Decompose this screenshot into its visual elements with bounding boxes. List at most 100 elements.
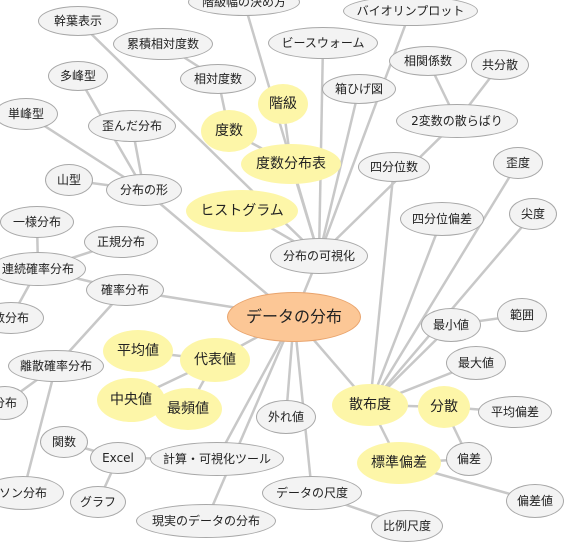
node-daihyo-label: 代表値 <box>194 352 236 368</box>
node-genjitsu-label: 現実のデータの分布 <box>151 514 260 528</box>
node-beeswarm[interactable]: ビースウォーム <box>268 27 378 59</box>
node-kyobunsan[interactable]: 共分散 <box>471 50 529 80</box>
edge-center-genjitsu <box>204 316 296 522</box>
node-center-label: データの分布 <box>245 307 342 326</box>
node-sanpu[interactable]: 散布度 <box>332 384 408 426</box>
node-shibunihensa-label: 四分位偏差 <box>411 212 472 226</box>
node-sufu-label: 数分布 <box>0 311 29 325</box>
node-sanpu-label: 散布度 <box>349 397 391 413</box>
edge-risan-poisson <box>21 365 58 494</box>
node-saihin-label: 最頻値 <box>167 401 209 417</box>
node-histogram-label: ヒストグラム <box>200 203 284 219</box>
node-genjitsu[interactable]: 現実のデータの分布 <box>136 504 276 538</box>
node-keisan-label: 計算・可視化ツール <box>162 452 271 466</box>
node-sendo-label: 尖度 <box>520 207 545 221</box>
node-dosuhyo[interactable]: 度数分布表 <box>241 144 341 184</box>
node-kyobunsan-label: 共分散 <box>481 58 518 72</box>
node-hensachi[interactable]: 偏差値 <box>506 484 564 518</box>
node-shibuni-label: 四分位数 <box>369 160 418 174</box>
node-shakudo[interactable]: データの尺度 <box>262 476 362 510</box>
node-hirei[interactable]: 比例尺度 <box>371 510 443 542</box>
node-renzoku-label: 連続確率分布 <box>1 262 74 276</box>
node-hakohige[interactable]: 箱ひげ図 <box>322 74 396 104</box>
node-saisho-label: 最小値 <box>432 318 469 332</box>
node-katachi-label: 分布の形 <box>119 183 168 197</box>
edge-kashika-kaikyuhaba <box>242 1 321 257</box>
node-kanyo[interactable]: 幹葉表示 <box>38 6 118 36</box>
node-waido[interactable]: 歪度 <box>493 147 543 179</box>
node-kashika[interactable]: 分布の可視化 <box>270 238 368 274</box>
node-heikinchi-label: 平均値 <box>117 343 159 359</box>
node-hakohige-label: 箱ひげ図 <box>334 82 383 96</box>
node-saidai[interactable]: 最大値 <box>446 346 506 380</box>
node-chuo-label: 中央値 <box>110 392 152 408</box>
node-hensa[interactable]: 偏差 <box>446 442 492 476</box>
node-heikinchi[interactable]: 平均値 <box>103 330 173 372</box>
node-yuganda-label: 歪んだ分布 <box>101 119 162 133</box>
node-soukan[interactable]: 相関係数 <box>389 46 467 76</box>
node-dosu[interactable]: 度数 <box>201 110 257 152</box>
node-hazure[interactable]: 外れ値 <box>256 400 316 434</box>
node-waido-label: 歪度 <box>505 156 530 170</box>
node-excel[interactable]: Excel <box>90 442 146 474</box>
node-violin-label: バイオリンプロット <box>356 4 465 18</box>
node-dosu-label: 度数 <box>215 123 243 139</box>
node-ichiyou-label: 一様分布 <box>12 215 61 229</box>
node-tanhou-label: 単峰型 <box>7 107 44 121</box>
node-soutai[interactable]: 相対度数 <box>180 64 256 94</box>
node-saidai-label: 最大値 <box>457 356 494 370</box>
node-chuo[interactable]: 中央値 <box>97 378 165 422</box>
node-sendo[interactable]: 尖度 <box>509 198 557 230</box>
node-kaikyu[interactable]: 階級 <box>258 84 308 124</box>
node-hensachi-label: 偏差値 <box>516 494 553 508</box>
node-saisho[interactable]: 最小値 <box>421 308 481 342</box>
node-ruiseki[interactable]: 累積相対度数 <box>113 28 213 60</box>
node-kashika-label: 分布の可視化 <box>282 249 355 263</box>
node-kakuritsu[interactable]: 確率分布 <box>86 274 164 306</box>
node-katachi[interactable]: 分布の形 <box>106 174 182 206</box>
node-hyojun[interactable]: 標準偏差 <box>357 442 441 484</box>
node-hirei-label: 比例尺度 <box>382 519 431 533</box>
node-hensa-label: 偏差 <box>456 452 481 466</box>
node-ichiyou[interactable]: 一様分布 <box>0 206 74 238</box>
node-keisan[interactable]: 計算・可視化ツール <box>150 442 284 476</box>
node-seiki[interactable]: 正規分布 <box>84 226 158 258</box>
node-shibuni[interactable]: 四分位数 <box>358 152 430 182</box>
node-nihensu[interactable]: 2変数の散らばり <box>396 104 518 138</box>
node-nihensu-label: 2変数の散らばり <box>411 114 503 128</box>
node-kansu[interactable]: 関数 <box>40 426 88 458</box>
node-kaikyuhaba-label: 階級幅の決め方 <box>201 0 286 9</box>
node-bunsan-label: 分散 <box>430 399 458 415</box>
node-kaikyu-label: 階級 <box>269 96 297 112</box>
node-yuganda[interactable]: 歪んだ分布 <box>88 110 176 142</box>
node-tahou[interactable]: 多峰型 <box>48 61 108 91</box>
node-yamagata-label: 山型 <box>56 173 81 187</box>
node-shibunihensa[interactable]: 四分位偏差 <box>400 202 484 236</box>
node-hanni[interactable]: 範囲 <box>497 298 547 332</box>
node-yamagata[interactable]: 山型 <box>45 164 93 196</box>
node-saihin[interactable]: 最頻値 <box>154 388 222 430</box>
node-risan[interactable]: 離散確率分布 <box>8 350 104 382</box>
node-soukan-label: 相関係数 <box>403 54 452 68</box>
node-kansu-label: 関数 <box>51 435 76 449</box>
node-poisson[interactable]: ソン分布 <box>0 476 64 510</box>
node-heikinhensa[interactable]: 平均偏差 <box>478 396 552 428</box>
edge-sanpu-shibuni <box>368 166 396 406</box>
node-daihyo[interactable]: 代表値 <box>180 338 250 382</box>
node-tanhou[interactable]: 単峰型 <box>0 98 58 130</box>
node-seiki-label: 正規分布 <box>96 235 145 249</box>
node-beeswarm-label: ビースウォーム <box>281 36 365 50</box>
edge-sanpu-waido <box>368 162 520 406</box>
node-graph[interactable]: グラフ <box>70 486 126 518</box>
node-tahou-label: 多峰型 <box>59 69 96 83</box>
node-histogram[interactable]: ヒストグラム <box>186 190 298 232</box>
node-bunsan[interactable]: 分散 <box>418 386 470 428</box>
node-kanyo-label: 幹葉表示 <box>53 14 102 28</box>
node-renzoku[interactable]: 連続確率分布 <box>0 252 86 286</box>
node-graph-label: グラフ <box>79 495 116 509</box>
node-hanni-label: 範囲 <box>509 308 534 322</box>
node-dosuhyo-label: 度数分布表 <box>256 156 326 172</box>
node-risan-label: 離散確率分布 <box>19 359 92 373</box>
node-center[interactable]: データの分布 <box>227 292 361 342</box>
